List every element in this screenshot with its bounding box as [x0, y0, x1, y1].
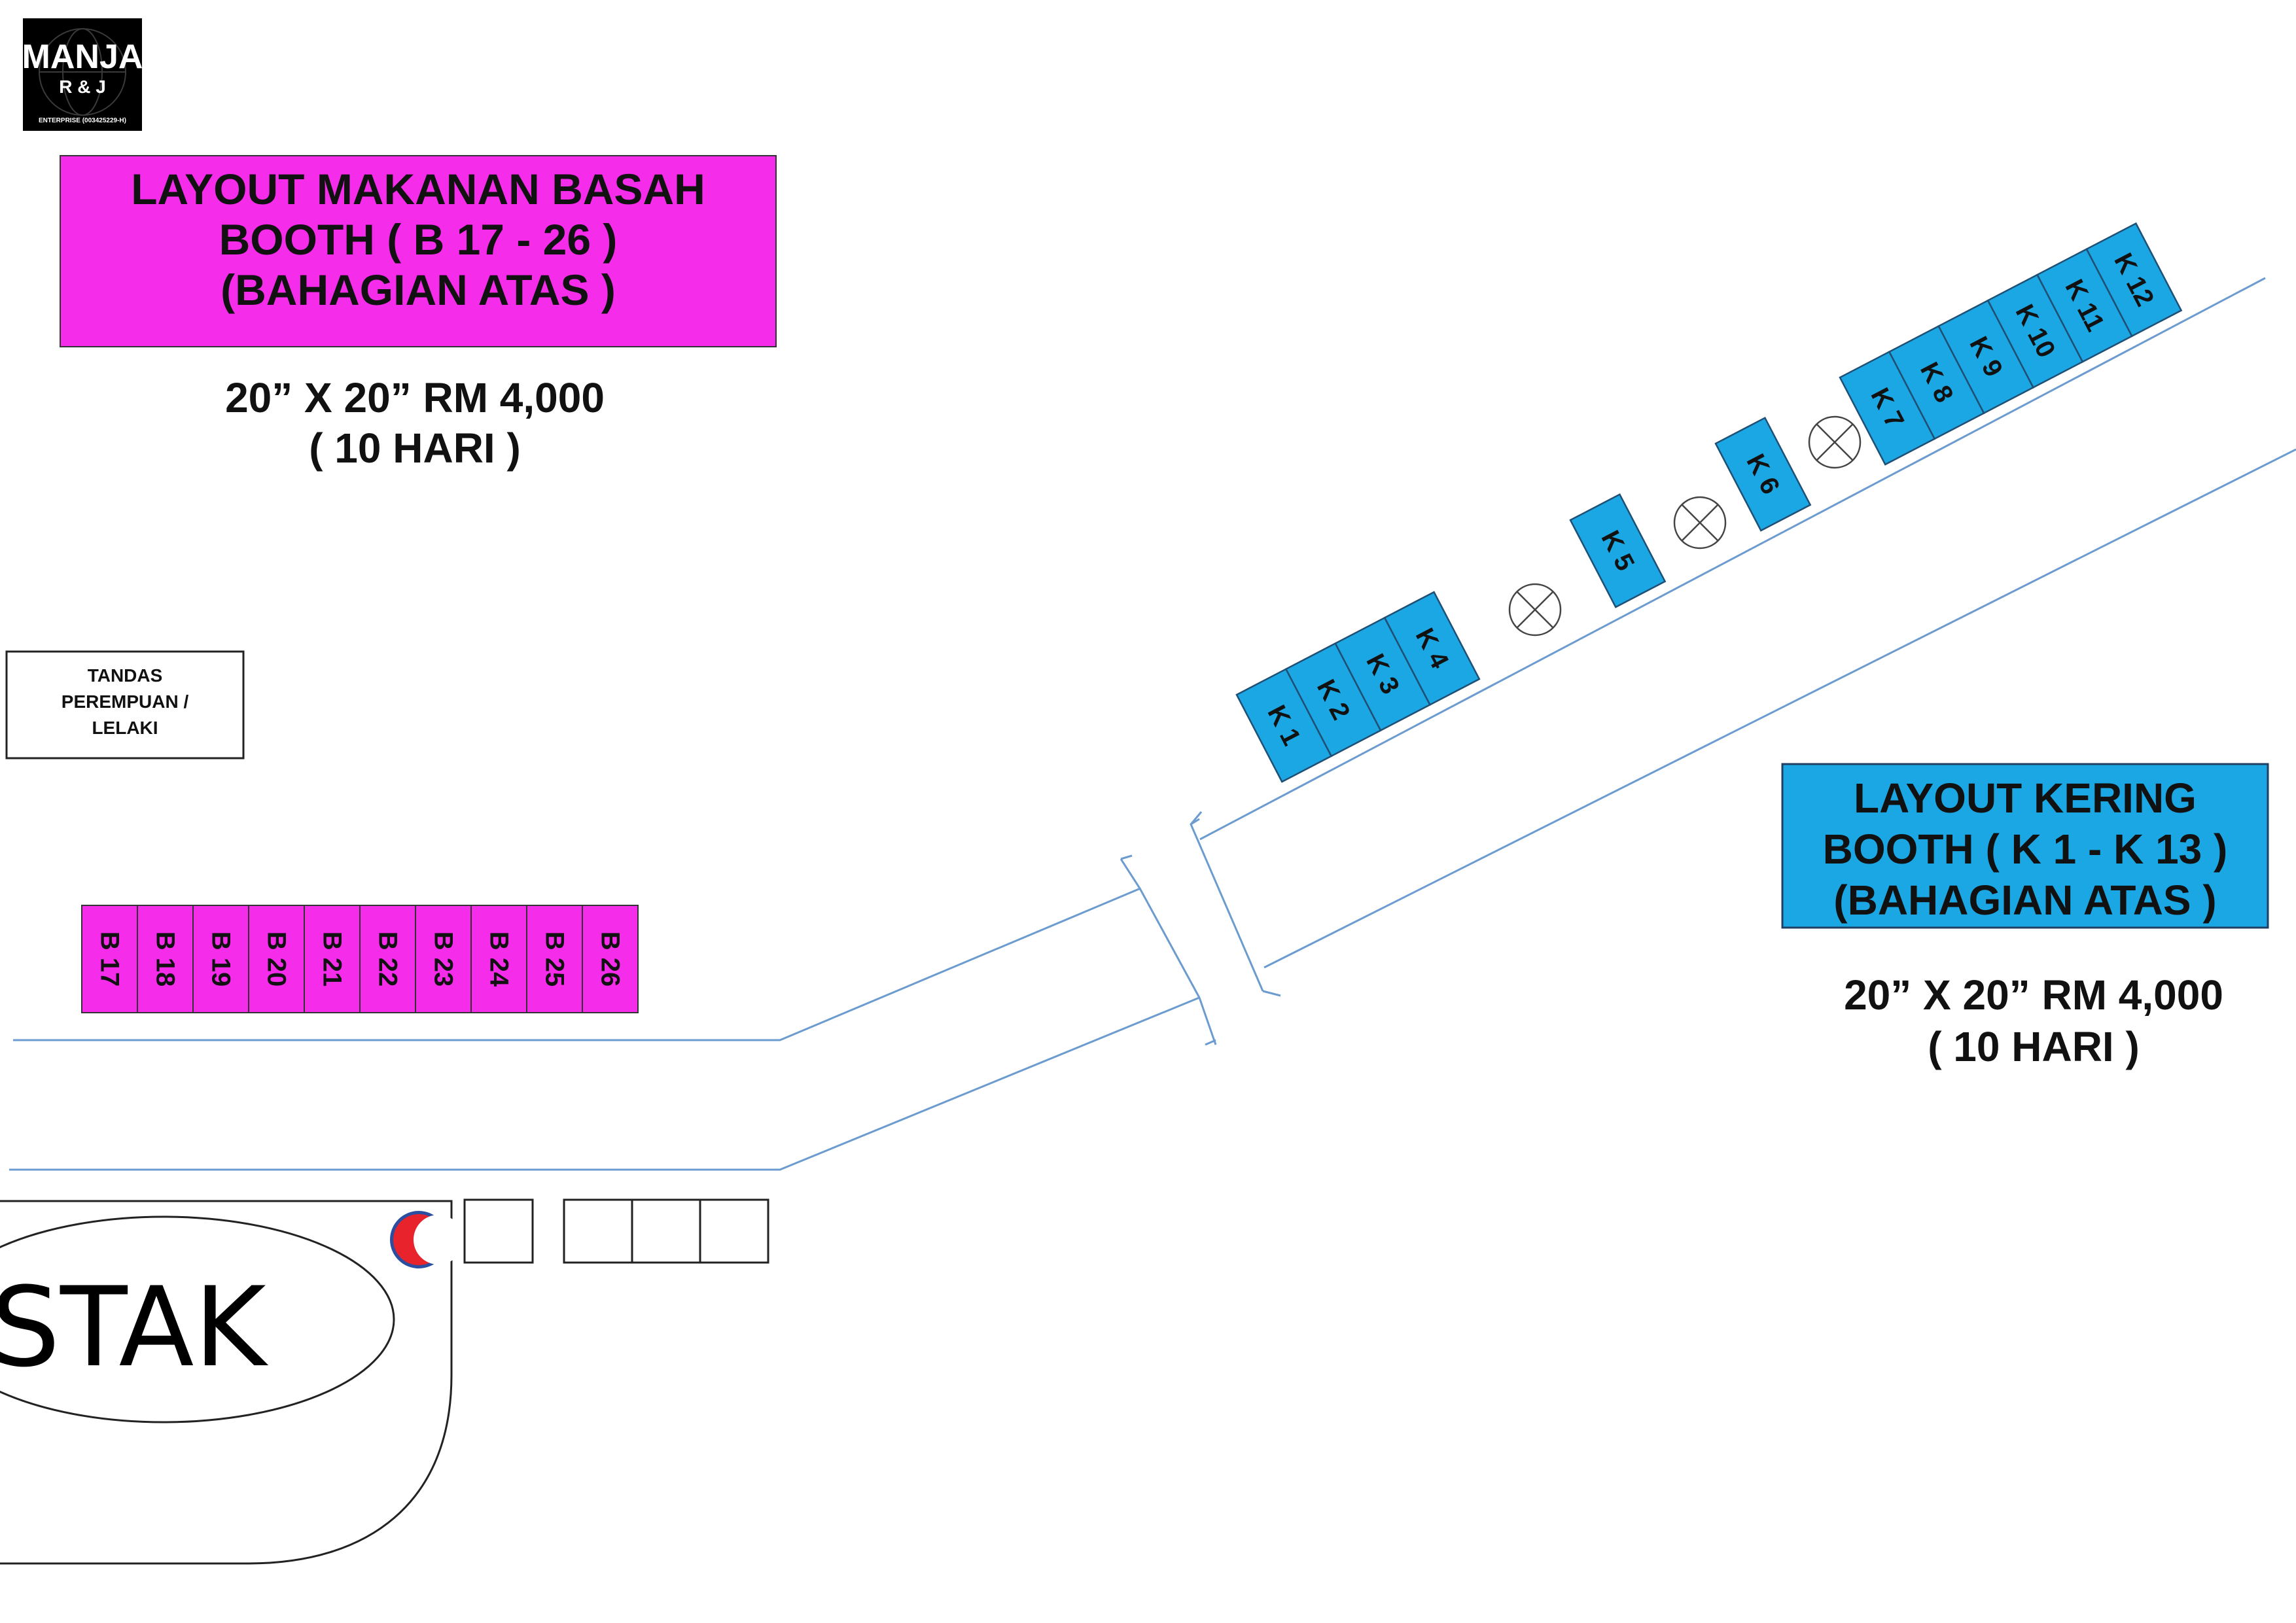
dry-title-line-1: LAYOUT KERING — [1854, 775, 2197, 822]
wet-duration: ( 10 HARI ) — [309, 425, 521, 472]
wet-title-line-3: (BAHAGIAN ATAS ) — [221, 266, 616, 314]
stak-building: STAK — [0, 1200, 453, 1565]
toilet-building: TANDAS PEREMPUAN / LELAKI — [5, 650, 245, 759]
booth-k8[interactable]: K 8 — [1888, 324, 1985, 440]
booth-b22-label: B 22 — [374, 932, 402, 987]
road-network — [9, 277, 2296, 1171]
dry-title-box — [1781, 763, 2269, 929]
booth-b26[interactable]: B 26 — [582, 905, 639, 1013]
booth-b19-label: B 19 — [207, 932, 236, 987]
dry-duration: ( 10 HARI ) — [1928, 1023, 2140, 1070]
booth-k10[interactable]: K 10 — [1987, 273, 2084, 389]
dry-title-line-2: BOOTH ( K 1 - K 13 ) — [1823, 826, 2228, 873]
wet-title-box — [60, 155, 777, 347]
booth-b24[interactable]: B 24 — [470, 905, 527, 1013]
small-plots — [463, 1198, 769, 1264]
booth-k3[interactable]: K 3 — [1334, 616, 1432, 732]
booth-k6[interactable]: K 6 — [1714, 417, 1812, 532]
booth-b26-label: B 26 — [596, 932, 625, 987]
dry-price: 20” X 20” RM 4,000 — [1844, 971, 2223, 1019]
booth-b24-label: B 24 — [485, 932, 514, 987]
wet-title-line-1: LAYOUT MAKANAN BASAH — [131, 165, 705, 213]
booth-k4[interactable]: K 4 — [1383, 591, 1481, 706]
booth-k2[interactable]: K 2 — [1284, 642, 1382, 758]
booth-b18[interactable]: B 18 — [137, 905, 194, 1013]
toilet-label-line-3: LELAKI — [92, 718, 158, 738]
logo-name: MANJA — [22, 38, 143, 76]
wet-price: 20” X 20” RM 4,000 — [225, 374, 605, 421]
toilet-label-line-2: PEREMPUAN / — [62, 691, 189, 712]
booth-b21[interactable]: B 21 — [304, 905, 361, 1013]
booth-b17-label: B 17 — [96, 932, 124, 987]
crescent-emblem-icon — [390, 1211, 463, 1268]
dry-booth-group-k1-k4: K 1 K 2 K 3 K 4 — [1235, 591, 1481, 783]
booth-b20[interactable]: B 20 — [248, 905, 305, 1013]
logo-registration: ENTERPRISE (003425229-H) — [39, 117, 126, 124]
lamp-post-icon — [1673, 496, 1727, 550]
wet-booth-row: B 17 B 18 B 19 B 20 B 21 B 22 B 23 B 24 — [81, 905, 639, 1013]
company-logo: MANJA R & J ENTERPRISE (003425229-H) — [22, 18, 143, 131]
booth-b23-label: B 23 — [429, 932, 458, 987]
booth-b21-label: B 21 — [318, 932, 347, 987]
dry-booth-group-k7-k12: K 7 K 8 K 9 K 10 K 11 K 12 — [1839, 222, 2183, 466]
wet-title-line-2: BOOTH ( B 17 - 26 ) — [219, 215, 618, 264]
booth-b23[interactable]: B 23 — [415, 905, 472, 1013]
toilet-label-line-1: TANDAS — [88, 665, 163, 686]
booth-b25-label: B 25 — [540, 932, 569, 987]
booth-k7[interactable]: K 7 — [1839, 351, 1936, 466]
booth-k12[interactable]: K 12 — [2085, 222, 2183, 338]
booth-b17[interactable]: B 17 — [81, 905, 138, 1013]
logo-initials: R & J — [59, 77, 106, 97]
booth-b22[interactable]: B 22 — [359, 905, 416, 1013]
dry-title-line-3: (BAHAGIAN ATAS ) — [1833, 877, 2216, 924]
building-label: STAK — [0, 1263, 268, 1391]
booth-b25[interactable]: B 25 — [526, 905, 583, 1013]
lamp-post-icon — [1808, 415, 1862, 469]
booth-b20-label: B 20 — [262, 932, 291, 987]
lamp-post-icon — [1508, 583, 1562, 637]
booth-k9[interactable]: K 9 — [1937, 299, 2035, 415]
booth-k5[interactable]: K 5 — [1569, 493, 1667, 608]
booth-b19[interactable]: B 19 — [192, 905, 249, 1013]
booth-b18-label: B 18 — [151, 932, 180, 987]
